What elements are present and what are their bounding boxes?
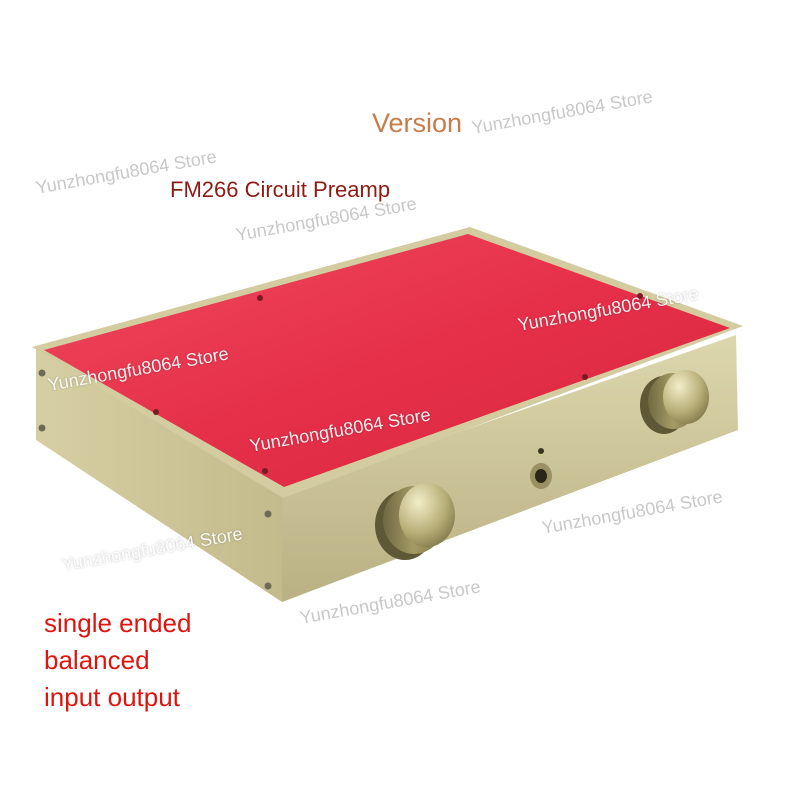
lid-screw — [257, 295, 263, 301]
lid-screw — [153, 409, 159, 415]
feature-single-ended: single ended — [44, 608, 192, 638]
red-lid — [44, 234, 730, 487]
headphone-jack — [530, 448, 552, 489]
feature-input-output: input output — [44, 682, 180, 712]
feature-balanced: balanced — [44, 645, 150, 675]
side-screw — [38, 424, 46, 432]
volume-knob — [375, 483, 455, 560]
side-screw — [264, 510, 272, 518]
left-side-panel — [36, 346, 282, 602]
side-screw — [264, 582, 272, 590]
lid-screw — [262, 468, 268, 474]
product-title: FM266 Circuit Preamp — [170, 177, 391, 202]
lid-screw — [582, 374, 588, 380]
selector-knob — [640, 370, 709, 434]
version-label: Version — [372, 108, 463, 138]
side-screw — [38, 369, 46, 377]
lid-screw — [637, 293, 643, 299]
